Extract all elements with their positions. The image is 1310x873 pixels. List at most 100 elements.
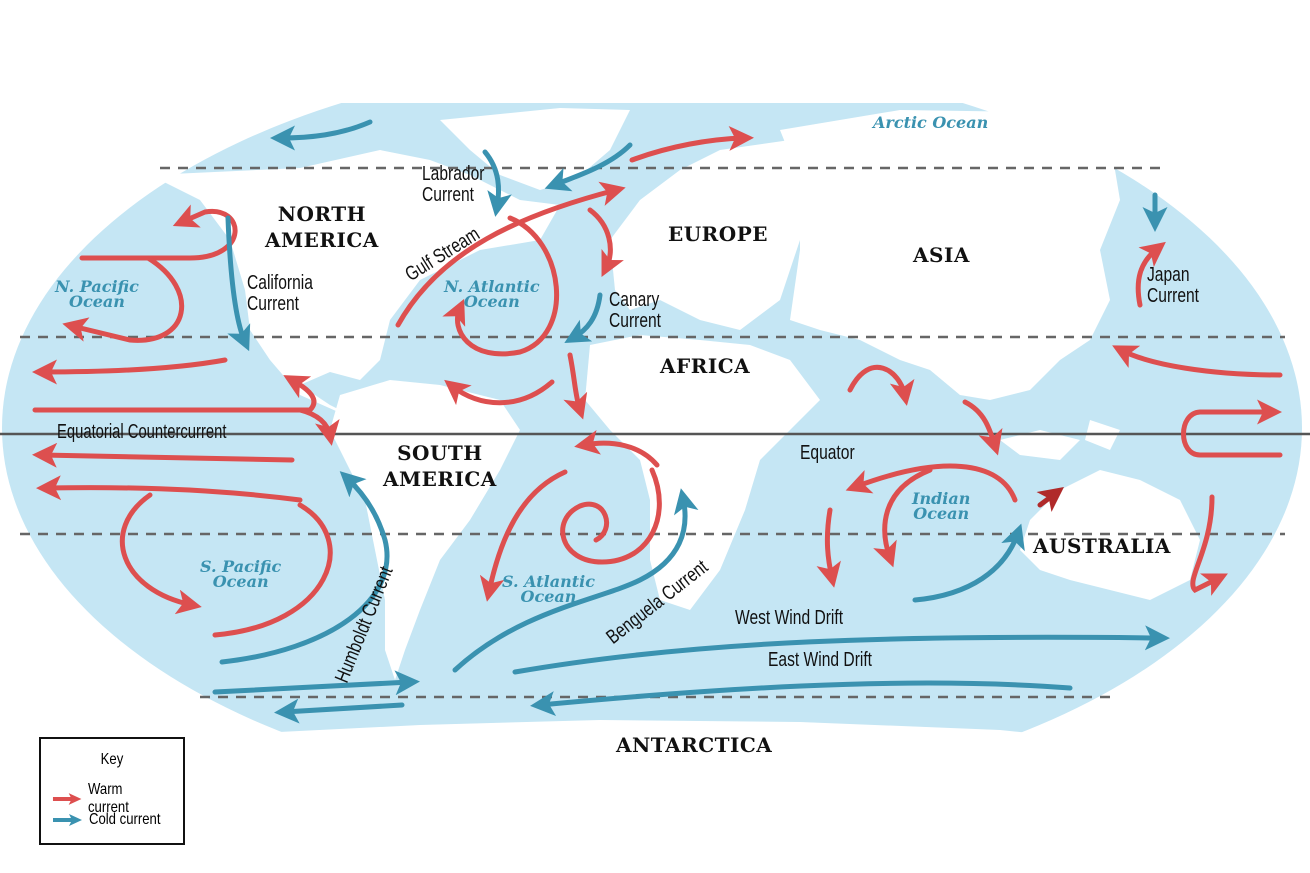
label-antarctica: ANTARCTICA xyxy=(616,733,773,757)
warm-current-arrow xyxy=(587,207,624,277)
asia-land xyxy=(780,110,1120,400)
label-equatorial-countercurrent: Equatorial Countercurrent xyxy=(57,421,227,443)
map-key: Key Warm current Cold current xyxy=(39,737,185,845)
warm-current-arrow xyxy=(1181,399,1283,458)
warm-current-arrow xyxy=(563,352,588,420)
label-australia: AUSTRALIA xyxy=(1033,534,1171,558)
east-wind-drift-arrow xyxy=(530,680,1073,717)
label-arctic-ocean: Arctic Ocean xyxy=(873,113,989,132)
label-east-wind-drift: East Wind Drift xyxy=(768,649,873,671)
label-line: Canary xyxy=(609,289,660,311)
cold-current-arrow xyxy=(912,523,1025,603)
warm-current-arrow xyxy=(1112,345,1283,378)
cold-current-arrow xyxy=(274,698,405,724)
label-line: N. Pacific xyxy=(55,277,139,296)
se-asia-islands xyxy=(1000,420,1120,460)
warm-current-arrow xyxy=(442,215,560,357)
label-line: AMERICA xyxy=(383,467,497,491)
warm-current-arrow xyxy=(212,502,333,638)
warm-current-arrow xyxy=(297,407,340,446)
cold-current-arrow xyxy=(270,119,373,151)
warm-current-arrow-dark xyxy=(1036,487,1064,512)
cold-current-arrow xyxy=(212,670,420,696)
label-line: SOUTH xyxy=(397,441,483,465)
warm-current-arrow xyxy=(36,475,303,503)
label-line: Current xyxy=(247,293,300,315)
label-line: S. Pacific xyxy=(200,557,282,576)
label-line: Ocean xyxy=(69,292,125,312)
label-line: N. Atlantic xyxy=(444,277,540,296)
warm-currents xyxy=(32,125,1283,638)
africa-land xyxy=(585,335,820,610)
label-asia: ASIA xyxy=(913,243,970,267)
label-line: Current xyxy=(609,310,662,332)
key-label-warm: Warm current xyxy=(88,781,130,816)
warm-current-arrow xyxy=(444,379,555,406)
warm-current-arrow xyxy=(119,492,202,615)
warm-current-arrow xyxy=(62,255,185,343)
key-item-cold: Cold current xyxy=(51,811,176,829)
label-west-wind-drift: West Wind Drift xyxy=(735,607,844,629)
labrador-current-arrow xyxy=(482,149,512,217)
south-america-land xyxy=(330,380,520,680)
warm-current-arrow xyxy=(560,467,662,565)
warm-current-arrow xyxy=(574,430,660,468)
warm-current-arrow xyxy=(32,375,317,413)
label-europe: EUROPE xyxy=(668,222,769,246)
key-title: Key xyxy=(100,751,124,768)
greenland-land xyxy=(440,108,630,190)
humboldt-current-arrow xyxy=(219,471,390,665)
warm-current-arrow xyxy=(32,442,295,468)
landmasses xyxy=(150,108,1200,748)
label-line: Japan xyxy=(1147,264,1190,286)
warm-arrow-icon xyxy=(52,793,82,805)
label-africa: AFRICA xyxy=(660,354,751,378)
antarctica-land xyxy=(220,720,1100,748)
warm-current-arrow xyxy=(845,463,1018,503)
label-line: Indian xyxy=(912,489,971,508)
label-line: Ocean xyxy=(212,572,269,592)
cold-current-arrow xyxy=(544,142,633,192)
japan-current-arrow xyxy=(1135,241,1166,308)
key-label-cold: Cold current xyxy=(89,811,161,828)
west-wind-drift-arrow xyxy=(512,625,1170,675)
europe-land xyxy=(610,140,810,330)
warm-current-arrow xyxy=(962,399,1003,456)
gulf-stream-arrow xyxy=(395,181,626,328)
label-line: Labrador xyxy=(422,163,485,185)
warm-current-arrow xyxy=(629,125,754,163)
label-line: S. Atlantic xyxy=(502,572,595,591)
benguela-current-arrow xyxy=(452,488,699,673)
key-item-warm: Warm current xyxy=(51,781,183,817)
label-line: AMERICA xyxy=(265,228,379,252)
warm-current-arrow xyxy=(32,357,228,385)
label-line: Current xyxy=(1147,285,1200,307)
label-line: California xyxy=(247,272,313,294)
warm-current-arrow xyxy=(479,469,568,602)
label-line: NORTH xyxy=(277,202,367,226)
warm-current-arrow xyxy=(873,467,933,568)
warm-current-arrow xyxy=(816,507,841,588)
label-line: Ocean xyxy=(913,504,970,524)
cold-currents xyxy=(212,119,1170,724)
label-line: Ocean xyxy=(520,587,577,607)
north-america-land xyxy=(150,150,560,430)
label-line: Current xyxy=(422,184,475,206)
cold-arrow-icon xyxy=(53,814,82,826)
label-equator: Equator xyxy=(800,442,855,464)
canary-current-arrow xyxy=(564,292,603,343)
label-line: Ocean xyxy=(463,292,520,312)
warm-current-arrow xyxy=(847,365,915,406)
